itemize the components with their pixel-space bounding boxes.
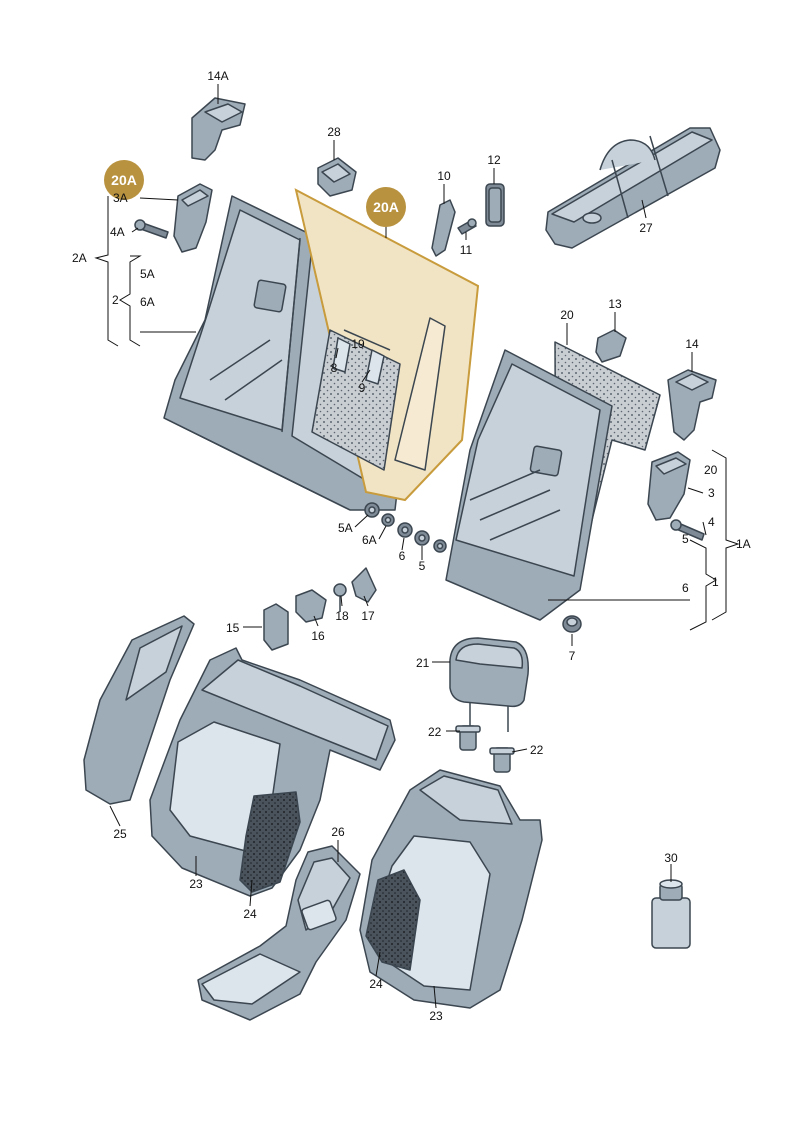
label-30: 30	[664, 851, 678, 865]
label-6A-top: 6A	[140, 295, 155, 309]
ski-bag-27	[545, 127, 721, 249]
fastener-5	[414, 530, 430, 546]
badge-20A-left: 20A	[104, 160, 144, 200]
bracket-14	[667, 369, 717, 441]
trim-17	[351, 567, 377, 603]
label-5A-top: 5A	[140, 267, 155, 281]
label-22-left: 22	[428, 725, 442, 739]
label-24-left: 24	[243, 907, 257, 921]
fastener-5A	[364, 502, 380, 518]
label-16: 16	[311, 629, 325, 643]
label-14: 14	[685, 337, 699, 351]
label-14A: 14A	[207, 69, 228, 83]
clip-28	[317, 157, 357, 197]
part-labels: 14A 28 10 12 3A 4A 2A 5A 2 6A 11 27 19 8…	[72, 69, 751, 1023]
guide-22-right	[489, 747, 515, 773]
label-12: 12	[487, 153, 501, 167]
label-20-right: 20	[704, 463, 718, 477]
fastener-5-small	[433, 539, 447, 553]
label-1A: 1A	[736, 537, 751, 551]
side-trim-25	[83, 615, 195, 805]
label-10: 10	[437, 169, 451, 183]
mesh-patch-left	[311, 329, 401, 471]
label-19: 19	[351, 337, 365, 351]
label-2A: 2A	[72, 251, 87, 265]
label-27: 27	[639, 221, 653, 235]
bracket-14A	[191, 97, 246, 161]
label-3: 3	[708, 486, 715, 500]
seatback-cover-left	[149, 647, 396, 897]
clip-13	[595, 329, 627, 363]
label-17: 17	[361, 609, 375, 623]
label-15: 15	[226, 621, 240, 635]
badge-20A-center: 20A	[366, 187, 406, 227]
label-23-left: 23	[189, 877, 203, 891]
label-11: 11	[460, 243, 473, 257]
label-6-low: 6	[399, 549, 406, 563]
label-3A: 3A	[113, 191, 128, 205]
label-6-right: 6	[682, 581, 689, 595]
fastener-6A	[381, 513, 395, 527]
armrest-26	[197, 845, 361, 1021]
strap-10	[431, 199, 456, 257]
label-4A: 4A	[110, 225, 125, 239]
latch-3	[647, 451, 691, 521]
label-7: 7	[569, 649, 576, 663]
label-5A-low: 5A	[338, 521, 353, 535]
label-5-low: 5	[419, 559, 426, 573]
cap-15	[263, 603, 289, 651]
seatback-cover-right	[359, 769, 543, 1009]
fastener-6	[397, 522, 413, 538]
label-25: 25	[113, 827, 127, 841]
bolt-4A	[134, 219, 169, 239]
label-26: 26	[331, 825, 345, 839]
label-20: 20	[560, 308, 574, 322]
label-8: 8	[331, 361, 338, 375]
label-13: 13	[608, 297, 622, 311]
label-2: 2	[112, 293, 119, 307]
label-9: 9	[359, 381, 366, 395]
bottle-30	[651, 879, 691, 949]
guide-22-left	[455, 725, 481, 751]
label-1: 1	[712, 575, 719, 589]
label-21: 21	[416, 656, 430, 670]
bracket-3A	[173, 183, 213, 253]
svg-text:20A: 20A	[373, 199, 399, 215]
cap-12	[485, 183, 505, 227]
grommet-7	[562, 615, 582, 633]
headrest-21	[449, 637, 529, 732]
label-4: 4	[708, 515, 715, 529]
bolt-4	[670, 519, 705, 541]
label-22-right: 22	[530, 743, 544, 757]
label-23-right: 23	[429, 1009, 443, 1023]
label-18: 18	[335, 609, 349, 623]
svg-text:20A: 20A	[111, 172, 137, 188]
label-24-right: 24	[369, 977, 383, 991]
screw-18	[333, 583, 347, 612]
label-6A-low: 6A	[362, 533, 377, 547]
screw-11	[457, 218, 477, 235]
label-28: 28	[327, 125, 341, 139]
bracket-16	[295, 589, 327, 623]
backrest-frame-right	[445, 349, 613, 621]
leader-lines	[94, 84, 740, 1009]
label-5-right: 5	[682, 532, 689, 546]
